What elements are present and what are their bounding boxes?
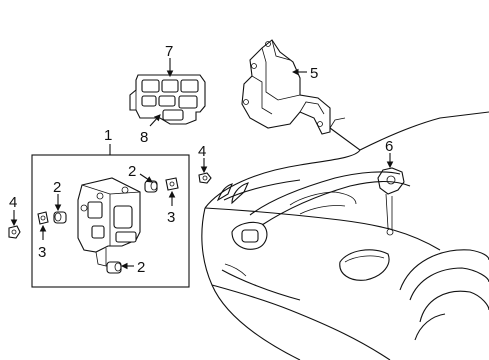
callout-labels: 1 2 2 2 3 3 4 4 5 6 7 8 [9,43,393,276]
callout-3-right: 3 [167,209,175,226]
leader-lines [10,153,394,270]
callout-4-right: 4 [198,143,206,160]
relay-block-assembly [129,58,206,127]
height-sensor [377,167,405,236]
callout-4-left: 4 [9,194,17,211]
callout-8: 8 [140,129,148,146]
grommet-parts [8,172,212,239]
small-parts-box [37,177,179,274]
abs-actuator [77,177,141,267]
callout-2-top: 2 [128,163,136,180]
vehicle-front [201,111,489,360]
callout-1: 1 [104,127,112,144]
callout-2-bottom: 2 [137,259,145,276]
callout-6: 6 [385,138,393,155]
callout-5: 5 [310,65,318,82]
actuator-group-box [31,144,190,288]
callout-3-left: 3 [38,244,46,261]
callout-2-left: 2 [53,179,61,196]
abs-bracket [241,39,331,135]
callout-7: 7 [165,43,173,60]
